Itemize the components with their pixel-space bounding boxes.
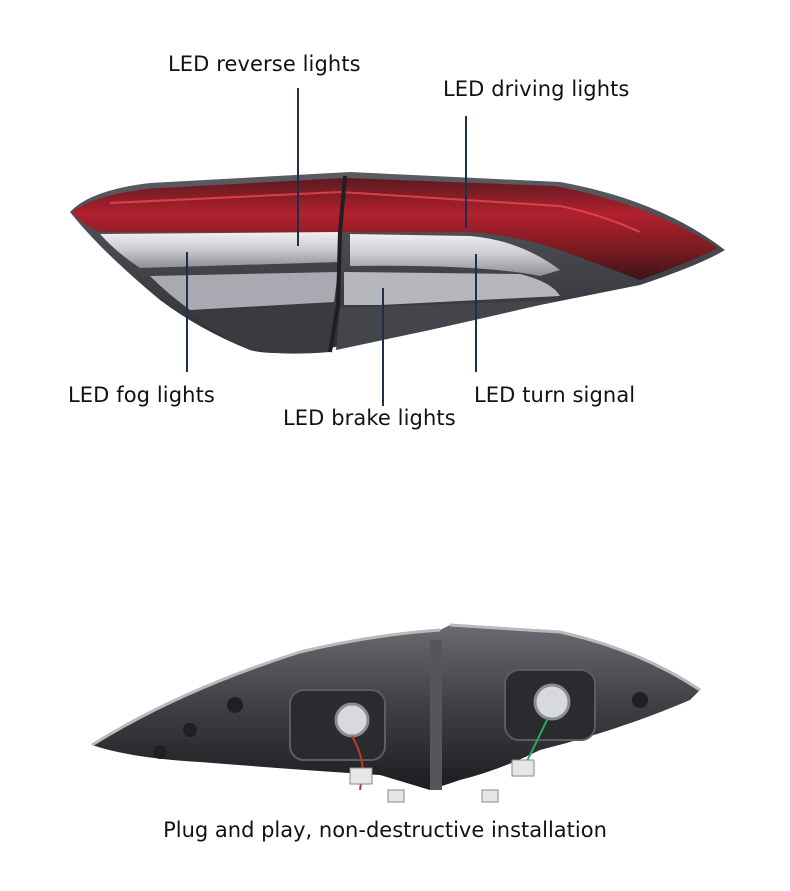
brake-lights-label: LED brake lights [283,406,456,430]
reverse-lights-label: LED reverse lights [168,52,361,76]
tail-light-rear-image [91,623,701,803]
driving-lights-leader [465,116,467,228]
reverse-lights-leader [297,88,299,246]
fog-lights-leader [186,252,188,372]
tail-light-front-image [70,172,725,354]
turn-signal-leader [475,254,477,372]
fog-lights-label: LED fog lights [68,383,215,407]
turn-signal-label: LED turn signal [474,383,636,407]
brake-lights-leader [382,288,384,406]
driving-lights-label: LED driving lights [443,77,630,101]
installation-caption: Plug and play, non-destructive installat… [163,818,607,842]
